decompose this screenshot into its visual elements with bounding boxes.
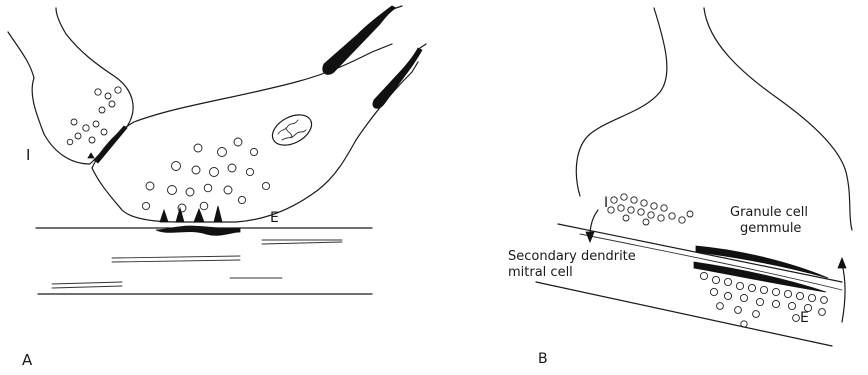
panel-b-letter: B <box>538 351 548 367</box>
panel-a-marker-e: E <box>270 210 279 226</box>
panel-b-gemmule-outline <box>576 8 667 196</box>
panel-a-dark-process-1 <box>323 6 396 74</box>
panel-a-mitochondrion <box>267 109 316 152</box>
panel-b-marker-e: E <box>800 310 809 326</box>
panel-a-marker-i: I <box>26 146 30 164</box>
panel-b-marker-i: I <box>604 195 608 211</box>
panel-a-dendrite-lines <box>36 228 372 294</box>
panel-b-label-granule-line-2: gemmule <box>740 221 801 236</box>
panel-a-letter: A <box>22 351 33 369</box>
panel-a-small-terminal-vesicles <box>67 87 121 145</box>
panel-b-vesicles-upper <box>608 194 693 225</box>
panel-a: I E A <box>8 6 426 369</box>
panel-a-large-terminal <box>92 62 418 222</box>
panel-b-label-granule-line-1: Granule cell <box>730 205 808 220</box>
panel-b-label-dendrite-line-2: mitral cell <box>508 265 573 280</box>
panel-a-inhibitory-contact <box>94 126 127 163</box>
panel-a-large-terminal-vesicles <box>142 138 269 212</box>
panel-a-dark-process-2 <box>373 48 422 108</box>
panel-b-label-dendrite-line-1: Secondary dendrite <box>508 249 636 264</box>
panel-a-synaptic-density <box>156 206 240 235</box>
panel-b: I E Granule cell gemmule Secondary dendr… <box>508 8 852 367</box>
